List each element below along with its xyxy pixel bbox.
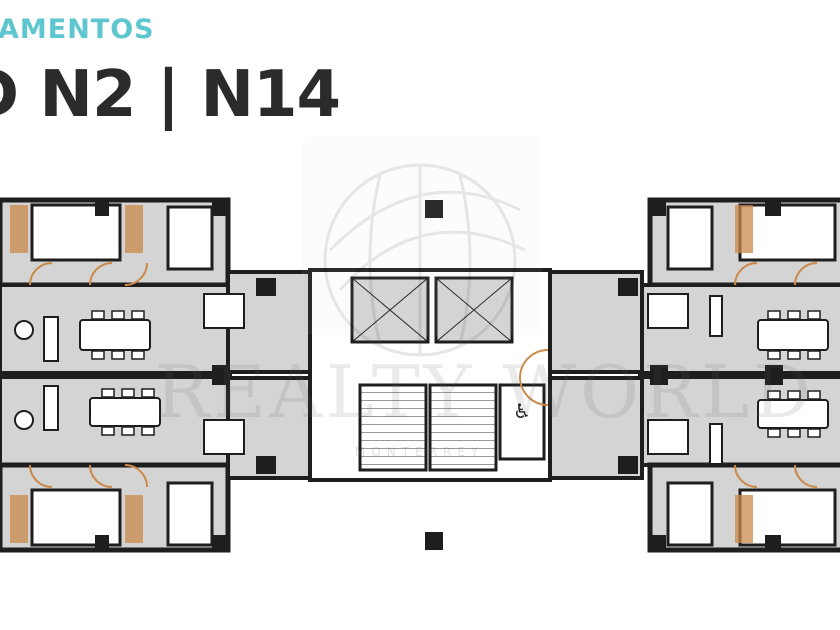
dining-chairs — [91, 310, 155, 436]
watermark-logo — [302, 135, 542, 357]
bed-icon — [666, 481, 714, 547]
closet — [125, 205, 143, 253]
armchair — [14, 320, 34, 340]
structural-column — [425, 532, 443, 550]
kitchen-counter — [203, 293, 245, 329]
stairwell — [428, 383, 498, 472]
central-core: ♿ — [308, 200, 552, 550]
closet — [735, 495, 753, 543]
left-wing — [0, 197, 344, 553]
sofa — [43, 316, 59, 362]
closet — [125, 495, 143, 543]
bed-icon — [166, 481, 214, 547]
right-bath-lower — [738, 488, 837, 547]
appliance — [256, 278, 276, 296]
appliance — [618, 278, 638, 296]
bed-icon — [666, 205, 714, 271]
page-title: D N2 | N14 — [0, 58, 341, 132]
closet — [10, 495, 28, 543]
kitchen-counter — [647, 293, 689, 329]
dining-table — [89, 397, 161, 427]
kitchen-counter — [203, 419, 245, 455]
sofa — [709, 423, 723, 465]
right-wing — [519, 197, 840, 553]
wheelchair-icon: ♿ — [513, 399, 531, 423]
appliance — [256, 456, 276, 474]
kitchen-counter — [647, 419, 689, 455]
right-bath-upper — [738, 203, 837, 262]
closet — [735, 205, 753, 253]
dining-table — [79, 319, 151, 351]
dining-table — [757, 319, 829, 351]
appliance — [618, 456, 638, 474]
structural-columns — [650, 200, 783, 551]
closet — [10, 205, 28, 253]
structural-column — [425, 200, 443, 218]
sofa — [709, 295, 723, 337]
section-eyebrow: AMENTOS — [0, 14, 155, 45]
sofa — [43, 385, 59, 431]
accessible-restroom — [498, 383, 546, 461]
stairwell — [358, 383, 428, 472]
bed-icon — [166, 205, 214, 271]
dining-table — [757, 399, 829, 429]
door-swings — [519, 262, 818, 488]
structural-columns — [95, 200, 230, 551]
dining-chairs — [767, 310, 821, 438]
armchair — [14, 410, 34, 430]
